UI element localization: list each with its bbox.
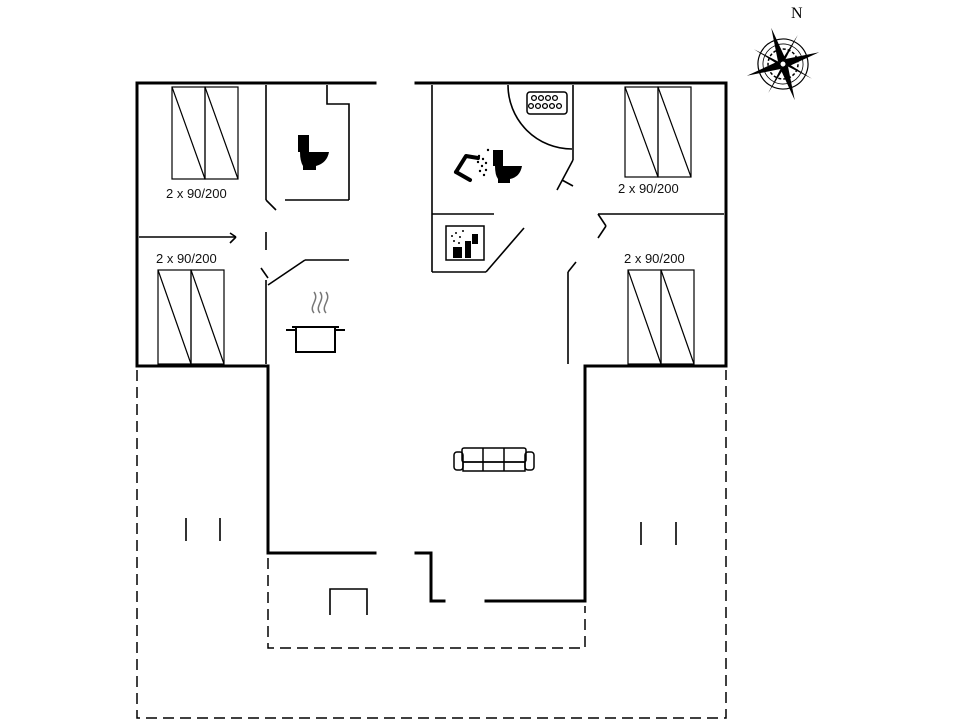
toilet-icon	[298, 135, 329, 170]
sauna-stove-icon	[507, 84, 573, 150]
terrace-outline	[136, 370, 727, 719]
bed-label-nw: 2 x 90/200	[166, 186, 227, 201]
bed-label-w: 2 x 90/200	[156, 251, 217, 266]
toilet-icon	[493, 150, 522, 183]
compass-rose-icon	[746, 27, 820, 101]
compass-north-label: N	[791, 5, 803, 22]
terrace-table	[329, 588, 368, 615]
bed-pair-nw	[171, 86, 239, 180]
shower-icon	[454, 148, 490, 182]
bed-pair-ne	[624, 86, 692, 178]
exterior-walls	[135, 81, 728, 603]
bed-label-ne: 2 x 90/200	[618, 181, 679, 196]
bed-pair-w	[157, 269, 225, 365]
sofa-icon	[453, 447, 535, 472]
washing-machine-icon	[445, 225, 485, 261]
interior-walls	[139, 85, 724, 364]
bed-label-e: 2 x 90/200	[624, 251, 685, 266]
cooking-pot-icon	[286, 291, 345, 353]
bed-pair-e	[627, 269, 695, 365]
terrace-bench-right	[640, 522, 677, 545]
terrace-bench-left	[185, 518, 221, 541]
